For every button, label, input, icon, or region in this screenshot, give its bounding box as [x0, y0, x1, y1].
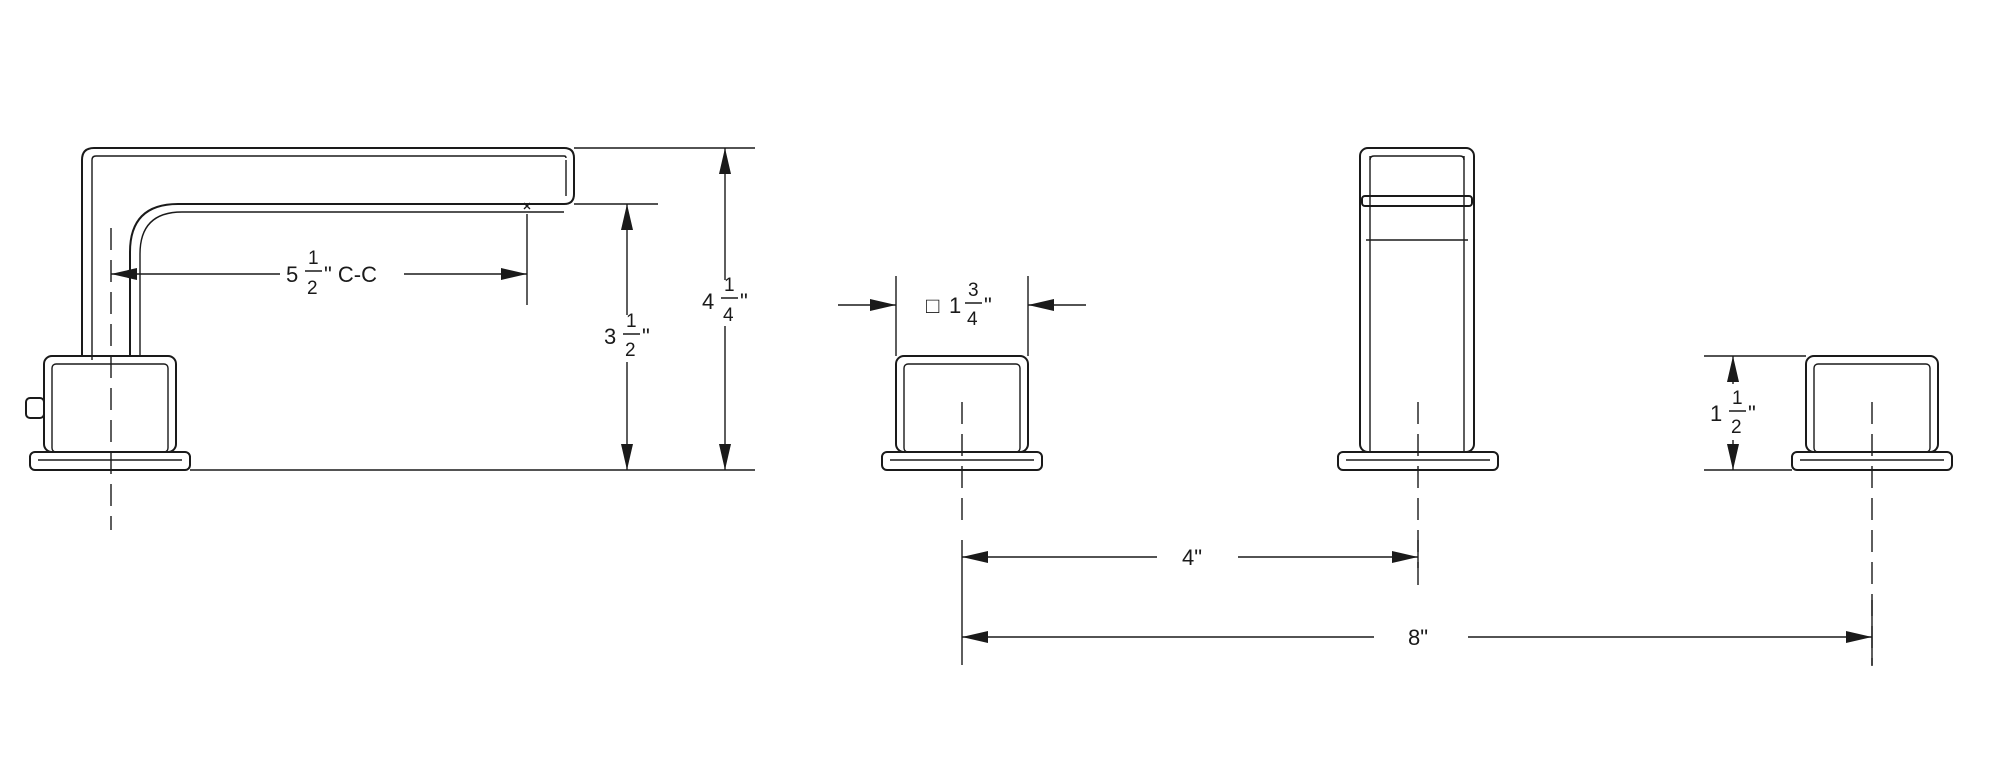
spout-outline [81, 147, 575, 357]
svg-text:": " [1748, 401, 1756, 426]
dim-overall-height: 4 1 4 " [702, 275, 748, 326]
side-base-block [43, 355, 177, 453]
dim-spout-reach: 5 1 2 " C-C [286, 248, 377, 299]
dim-handle-square: □ 1 3 4 " [926, 280, 992, 330]
svg-text:2: 2 [1731, 417, 1742, 438]
spout-inner-line [91, 155, 567, 360]
svg-text:" C-C: " C-C [324, 262, 377, 287]
svg-text:1: 1 [1732, 388, 1743, 409]
svg-text:": " [642, 324, 650, 349]
svg-text:1: 1 [308, 248, 319, 269]
svg-text:1: 1 [724, 275, 735, 296]
svg-text:1: 1 [949, 293, 961, 318]
svg-text:4: 4 [967, 309, 978, 330]
svg-text:4: 4 [723, 305, 734, 326]
svg-text:": " [984, 293, 992, 318]
svg-text:": " [740, 289, 748, 314]
svg-text:4: 4 [702, 289, 714, 314]
svg-text:2: 2 [625, 340, 636, 361]
svg-text:1: 1 [1710, 401, 1722, 426]
front-view: □ 1 3 4 " [838, 147, 1953, 666]
dim-center-to-center: 4" [1182, 545, 1202, 570]
dim-spout-height: 3 1 2 " [604, 311, 650, 361]
svg-text:1: 1 [626, 311, 637, 332]
side-view: 5 1 2 " C-C 3 1 2 " 4 1 4 " [25, 147, 755, 530]
dim-handle-height: 1 1 2 " [1710, 388, 1756, 438]
svg-text:5: 5 [286, 262, 298, 287]
svg-text:□: □ [926, 293, 939, 318]
dim-overall-spread: 8" [1408, 625, 1428, 650]
svg-text:2: 2 [307, 278, 318, 299]
svg-text:3: 3 [968, 280, 979, 301]
center-spout [1337, 147, 1499, 471]
side-escutcheon [29, 451, 191, 471]
svg-text:3: 3 [604, 324, 616, 349]
side-knob [25, 397, 45, 419]
